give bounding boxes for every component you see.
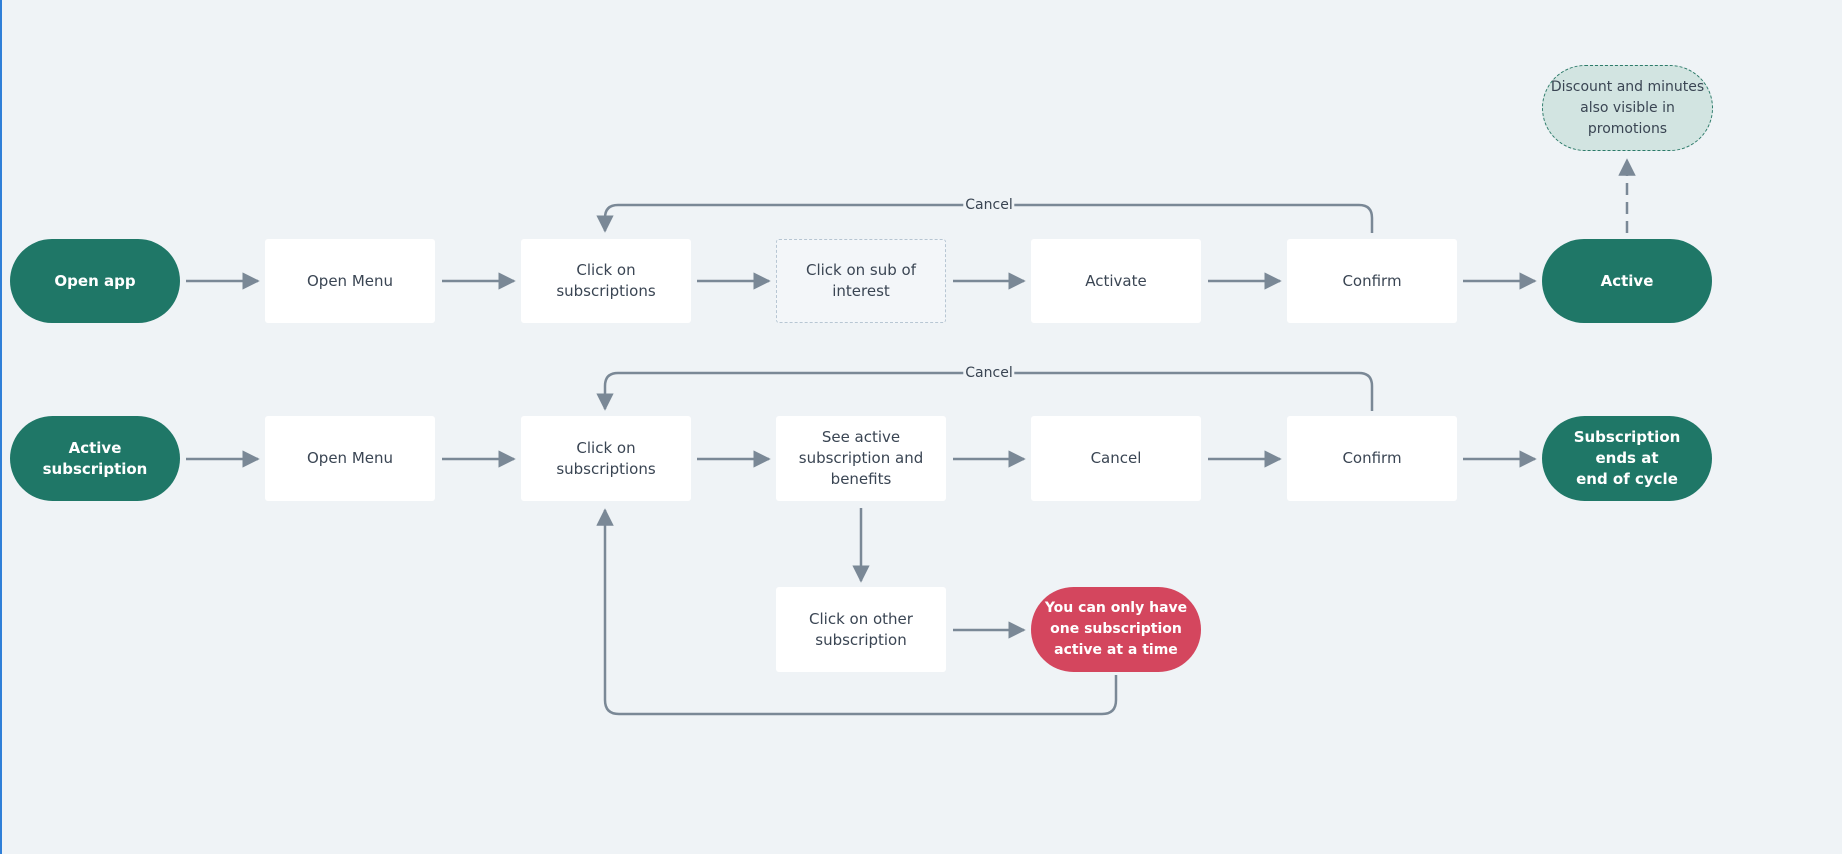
confirm-step: Confirm — [1287, 239, 1457, 323]
active-terminal: Active — [1542, 239, 1712, 323]
active-subscription-terminal: Active subscription — [10, 416, 180, 501]
cancel-step: Cancel — [1031, 416, 1201, 501]
cancel-label-row1: Cancel — [963, 197, 1015, 213]
click-sub-of-interest-step: Click on sub of interest — [776, 239, 946, 323]
click-other-subscription-step: Click on other subscription — [776, 587, 946, 672]
click-subscriptions-step: Click on subscriptions — [521, 239, 691, 323]
one-subscription-error: You can only have one subscription activ… — [1031, 587, 1201, 672]
cancel-label-row2: Cancel — [963, 365, 1015, 381]
subscription-ends-terminal: Subscription ends at end of cycle — [1542, 416, 1712, 501]
open-menu-step: Open Menu — [265, 239, 435, 323]
click-subscriptions-step-2: Click on subscriptions — [521, 416, 691, 501]
open-app-terminal: Open app — [10, 239, 180, 323]
open-menu-step-2: Open Menu — [265, 416, 435, 501]
activate-step: Activate — [1031, 239, 1201, 323]
arrow-error-back-to-subscriptions — [596, 508, 1118, 716]
promotions-note: Discount and minutes also visible in pro… — [1542, 65, 1713, 151]
confirm-step-2: Confirm — [1287, 416, 1457, 501]
see-active-subscription-step: See active subscription and benefits — [776, 416, 946, 501]
